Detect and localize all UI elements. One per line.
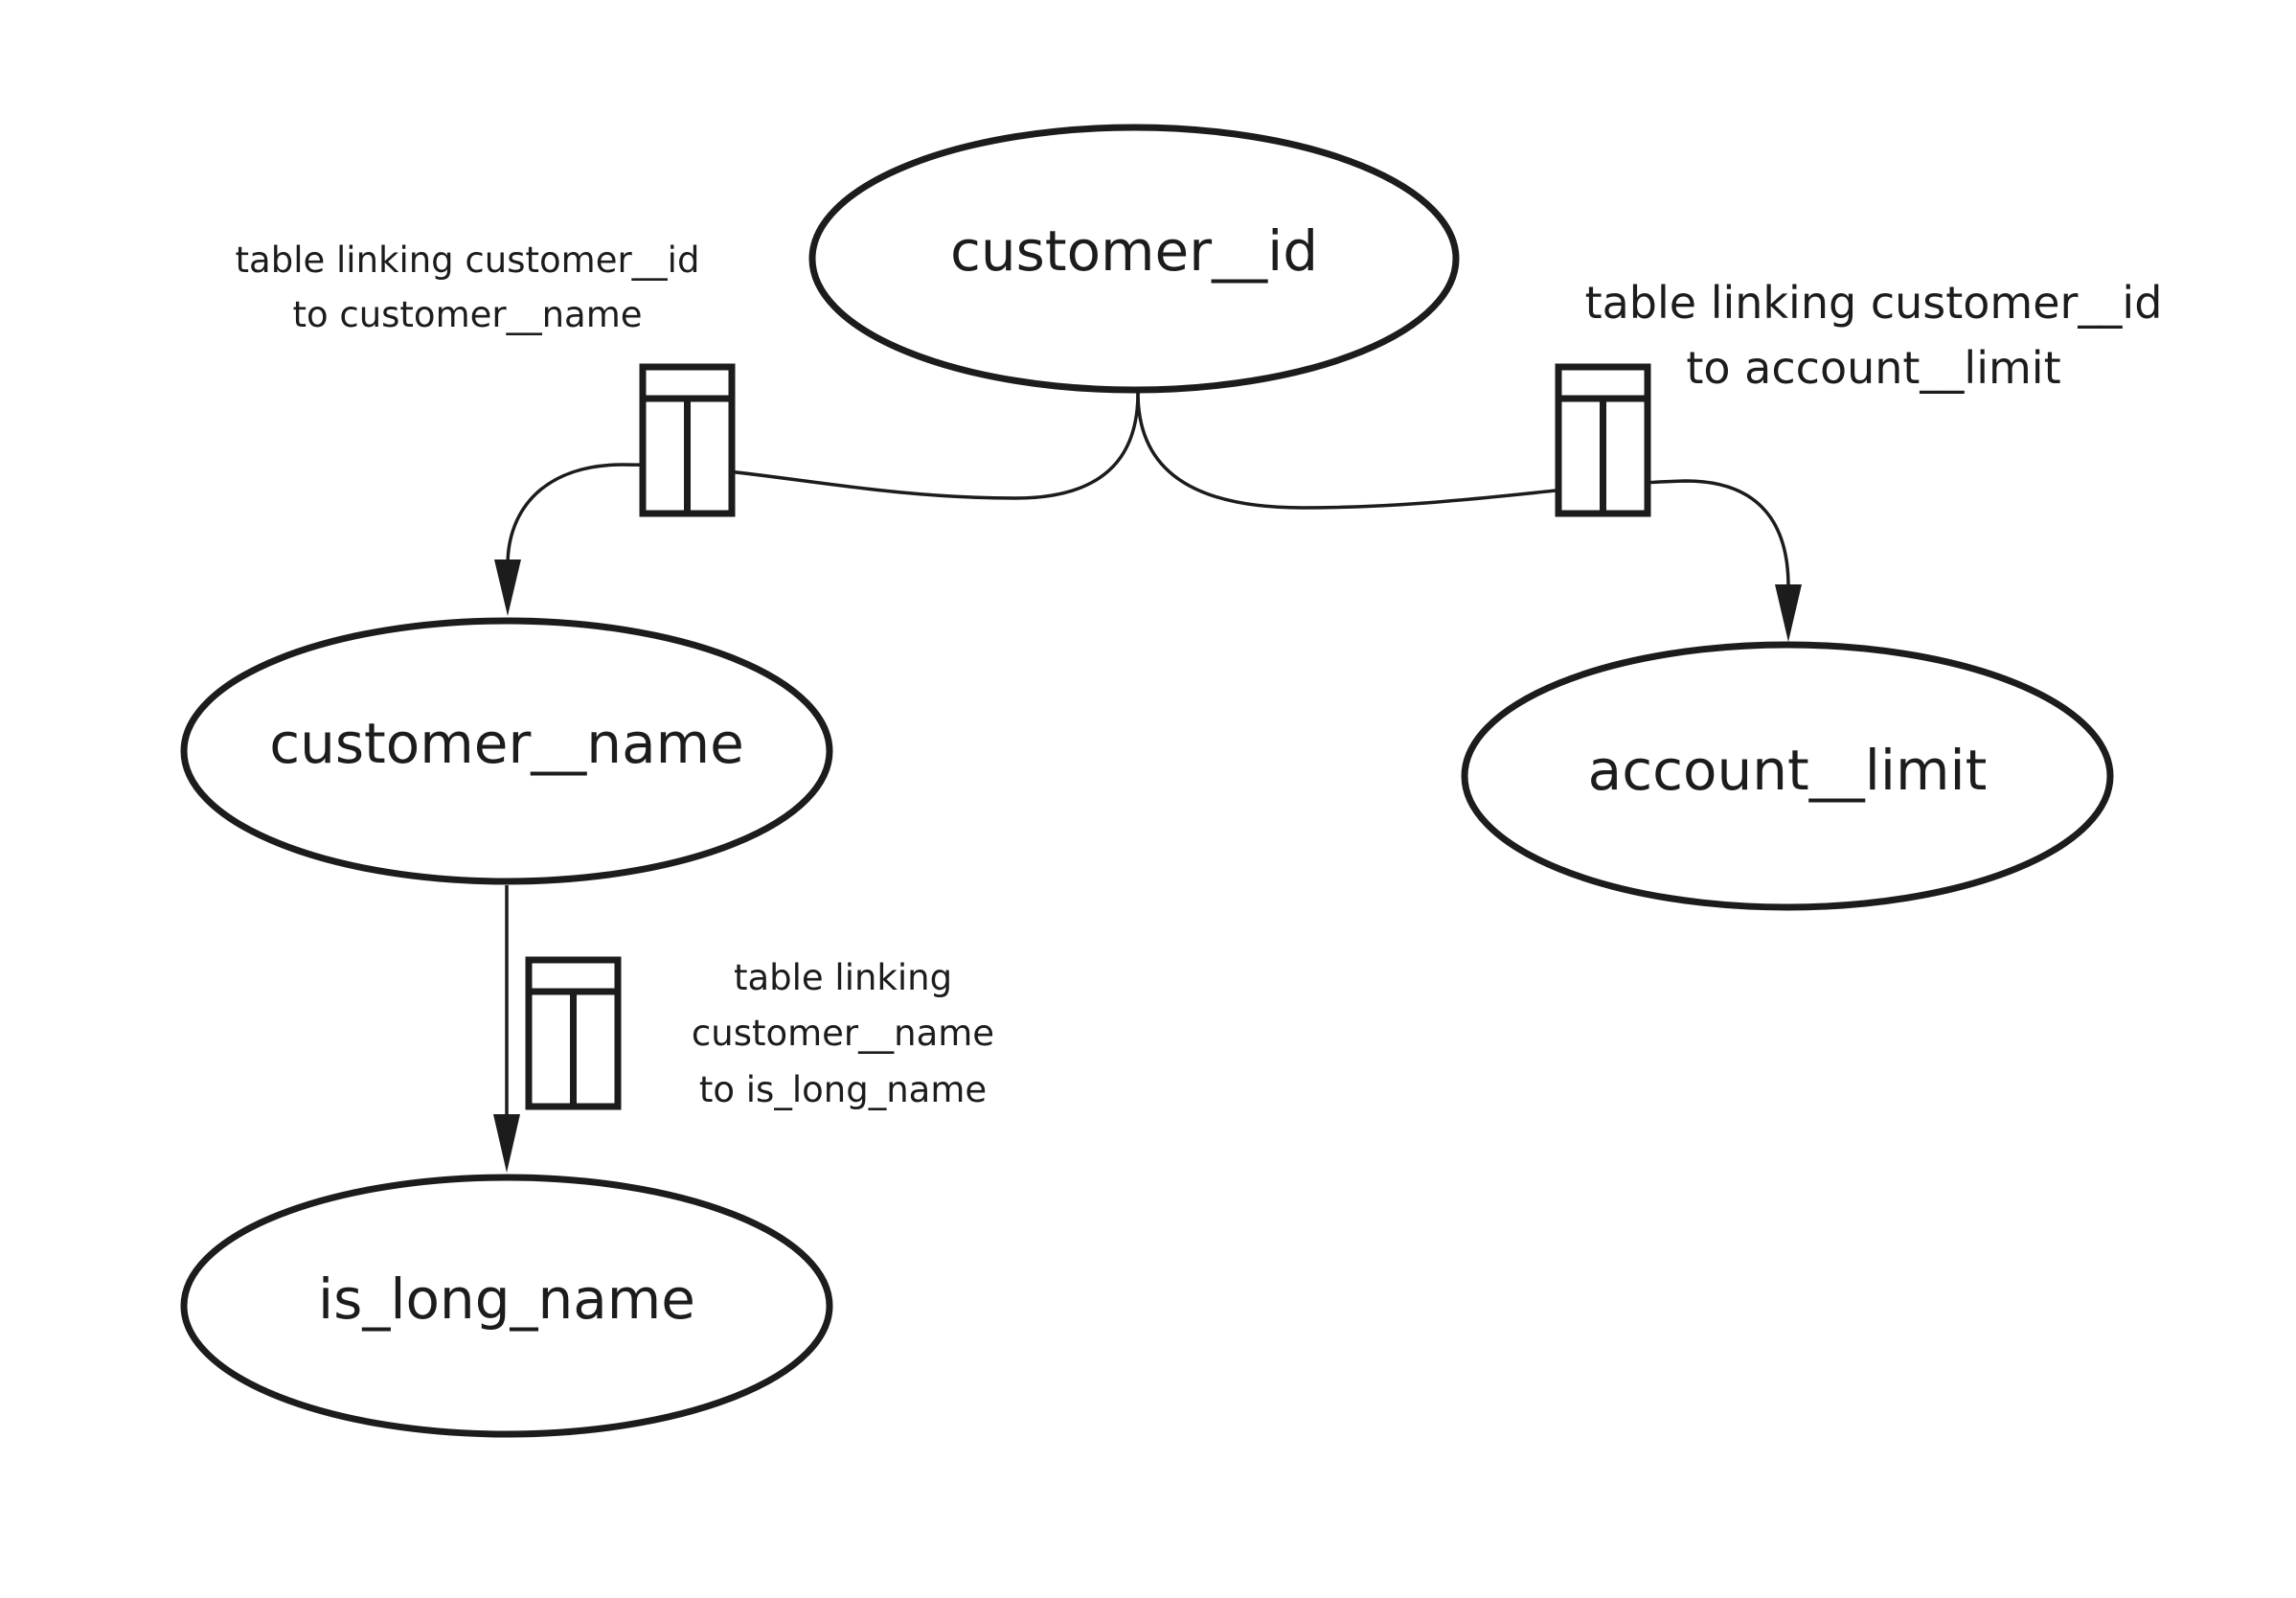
table-icon[interactable]	[525, 956, 622, 1110]
annotation-id-to-name: table linking customer__id to customer__…	[236, 240, 700, 335]
annotation-line: table linking	[734, 957, 952, 998]
node-label: is_long_name	[318, 1267, 695, 1332]
annotation-line: to customer__name	[292, 294, 642, 335]
node-label: customer__name	[269, 711, 744, 776]
edge-customer-id-to-customer-name[interactable]	[506, 392, 1140, 566]
edges	[493, 392, 1802, 1173]
annotation-name-to-long: table linking customer__name to is_long_…	[692, 957, 994, 1110]
arrowhead-to-is-long-name	[493, 1114, 520, 1173]
annotation-line: table linking customer__id	[236, 240, 700, 281]
edge-customer-id-to-account-limit[interactable]	[1136, 392, 1790, 587]
arrowhead-to-account-limit	[1775, 584, 1802, 642]
node-account-limit[interactable]: account__limit	[1461, 641, 2114, 911]
arrowhead-to-customer-name	[494, 559, 521, 616]
annotation-id-to-limit: table linking customer__id to account__l…	[1585, 277, 2163, 394]
node-customer-id[interactable]: customer__id	[808, 124, 1460, 394]
node-label: account__limit	[1588, 738, 1988, 803]
node-is-long-name[interactable]: is_long_name	[180, 1174, 833, 1438]
annotation-line: table linking customer__id	[1585, 277, 2163, 329]
node-customer-name[interactable]: customer__name	[180, 617, 833, 885]
table-icon[interactable]	[1555, 363, 1651, 517]
annotation-line: customer__name	[692, 1013, 994, 1054]
node-label: customer__id	[950, 218, 1318, 284]
table-icon[interactable]	[639, 363, 736, 517]
annotation-line: to account__limit	[1686, 342, 2060, 394]
annotation-line: to is_long_name	[699, 1069, 987, 1110]
